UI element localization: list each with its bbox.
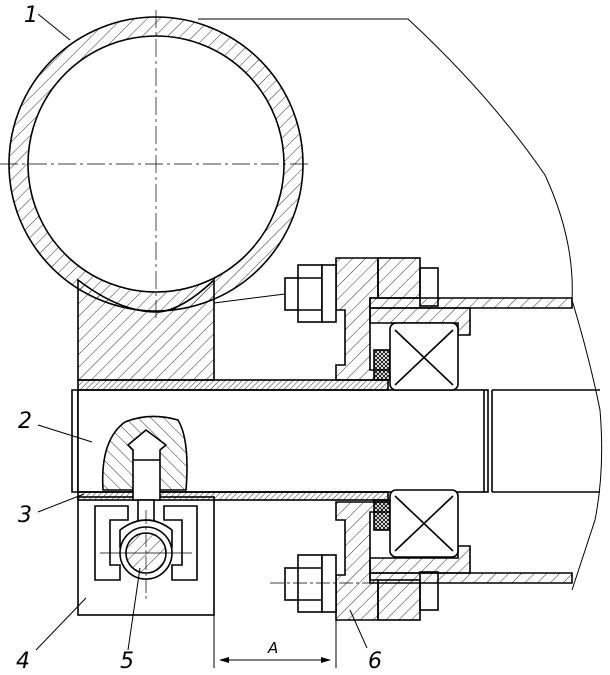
label-pin: 5 <box>120 649 134 674</box>
bolt-lower <box>270 554 420 613</box>
housing-upper <box>335 257 573 381</box>
leader-lines <box>35 13 368 651</box>
pin-cutout <box>101 415 188 501</box>
pin <box>100 499 192 600</box>
dimension-a <box>213 615 337 668</box>
label-bracket: 4 <box>16 649 30 674</box>
frame-outline <box>198 18 603 591</box>
dimension-label: A <box>267 639 278 657</box>
label-pipe: 1 <box>24 3 38 28</box>
label-housing: 6 <box>368 649 382 674</box>
label-bushing: 3 <box>18 503 32 528</box>
pipe <box>0 10 310 320</box>
label-shaft: 2 <box>18 409 32 434</box>
bearing-lower <box>389 489 459 558</box>
bolt-upper <box>213 264 337 323</box>
housing-lower <box>335 499 573 621</box>
bearing-upper <box>389 322 459 391</box>
bracket-upper <box>77 278 215 381</box>
